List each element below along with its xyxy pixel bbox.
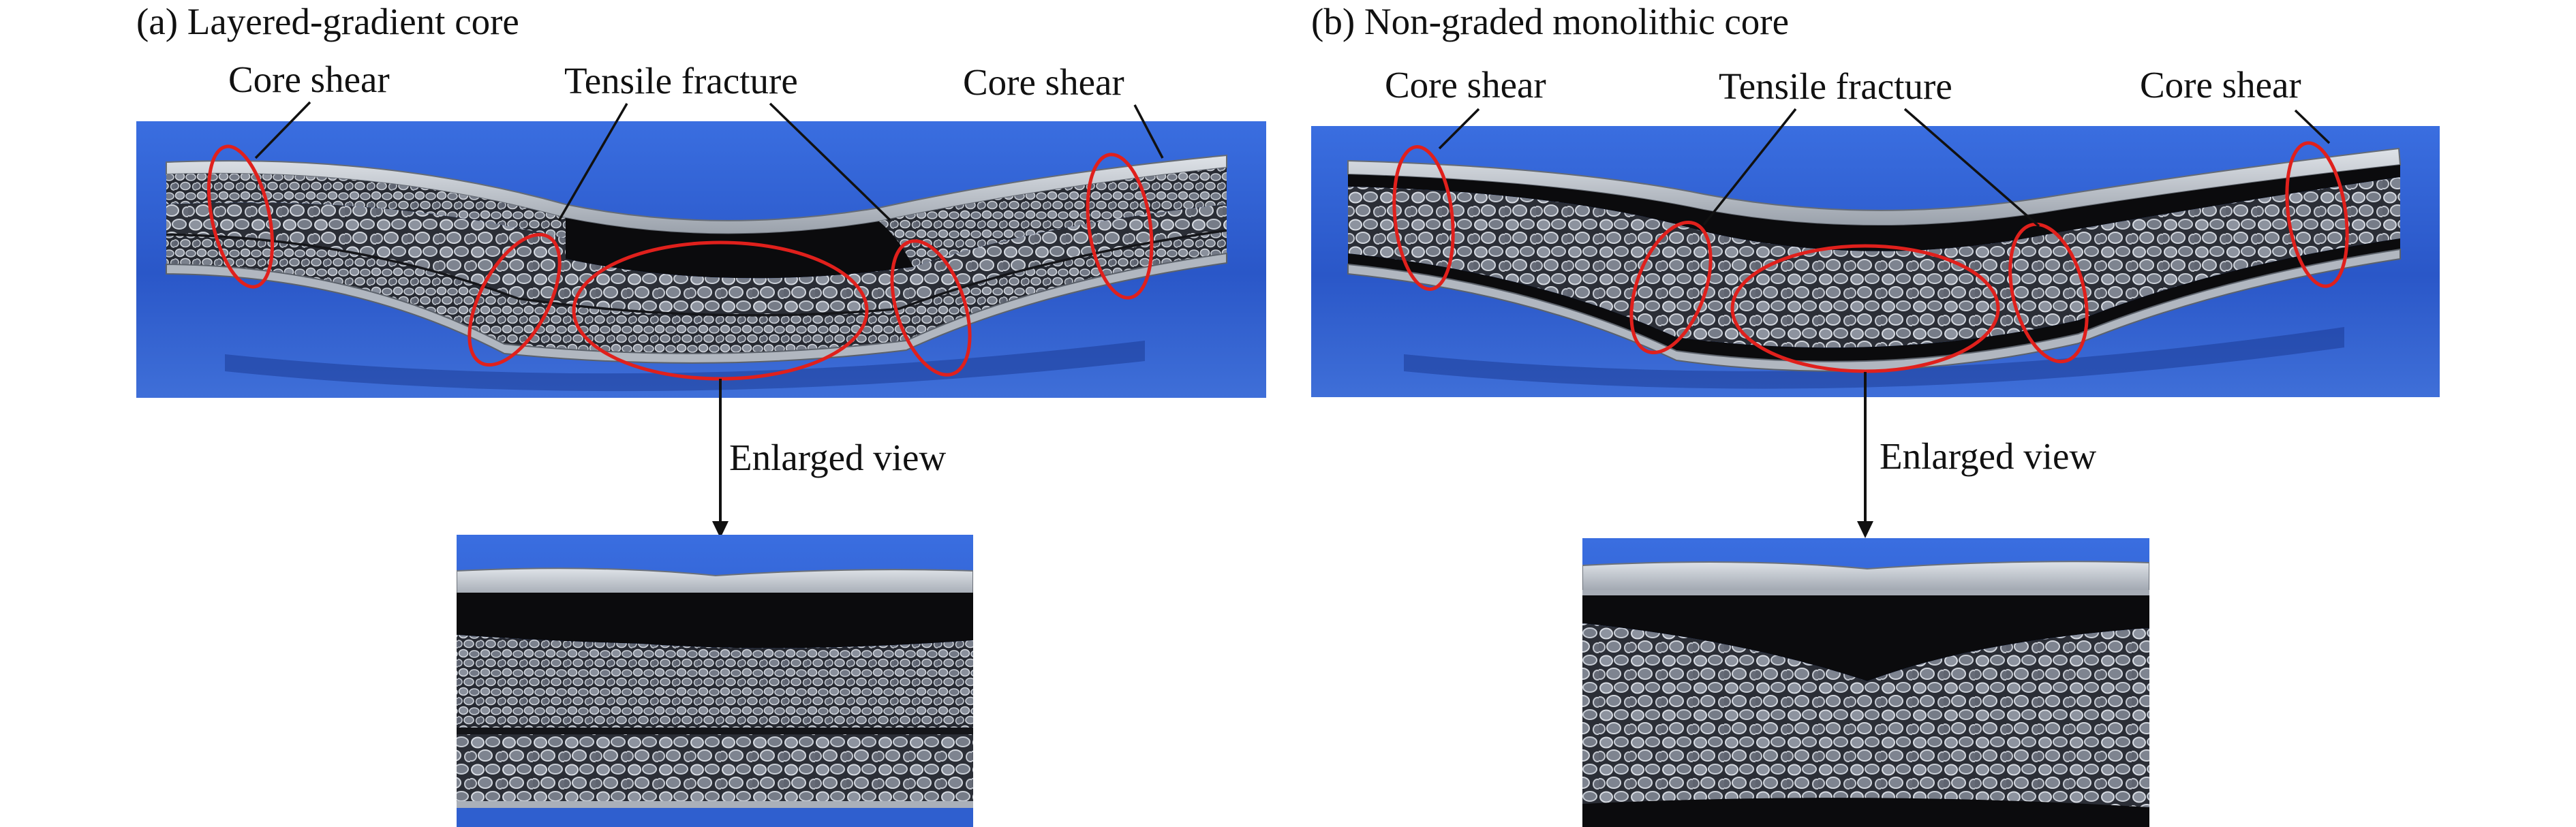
enlarged-view-label: Enlarged view xyxy=(1880,435,2096,477)
enlarged-view-label: Enlarged view xyxy=(729,437,946,478)
core-shear-label-left: Core shear xyxy=(1385,64,1546,106)
panel-b-annotations xyxy=(1392,141,2349,373)
panel-b-enlarge-arrow xyxy=(1857,372,1873,538)
panel-a-enlarge-arrow xyxy=(712,379,729,538)
core-shear-label-left: Core shear xyxy=(228,59,390,100)
panel-b-specimen-photo xyxy=(1311,126,2440,397)
panel-b-leaders xyxy=(1438,108,2331,228)
panel-a-specimen-photo xyxy=(136,121,1266,398)
panel-a-enlarged-photo xyxy=(457,535,973,827)
tensile-fracture-label: Tensile fracture xyxy=(1719,65,1952,107)
core-shear-label-right: Core shear xyxy=(963,61,1124,103)
core-shear-left-marker xyxy=(206,144,275,289)
panel-b-enlarged-photo xyxy=(1582,538,2149,827)
core-shear-right-marker xyxy=(1086,153,1154,300)
tensile-zone-right-marker xyxy=(2008,222,2089,364)
core-shear-label-right: Core shear xyxy=(2140,64,2301,106)
panel-b: (b) Non-graded monolithic core xyxy=(1311,1,2440,827)
tensile-zone-right-marker xyxy=(890,239,972,377)
core-shear-left-marker xyxy=(1392,144,1455,292)
tensile-zone-left-marker xyxy=(1629,220,1713,355)
tensile-fracture-label: Tensile fracture xyxy=(564,60,798,102)
core-shear-right-marker xyxy=(2285,141,2349,288)
tensile-zone-center-marker xyxy=(1730,244,2000,373)
panel-a-title: (a) Layered-gradient core xyxy=(136,1,519,42)
panel-a-leaders xyxy=(254,101,1164,221)
tensile-zone-left-marker xyxy=(467,232,562,367)
panel-a: (a) Layered-gradient core xyxy=(136,1,1266,827)
panel-b-title: (b) Non-graded monolithic core xyxy=(1311,1,1789,42)
